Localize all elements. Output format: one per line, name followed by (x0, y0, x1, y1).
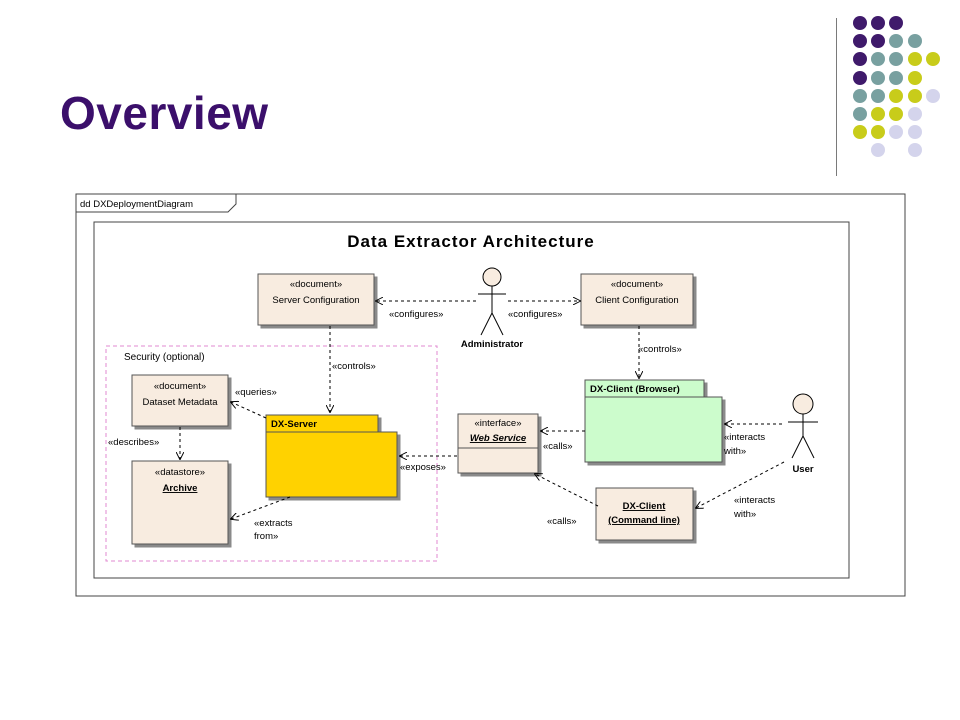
label-calls-browser: «calls» (543, 441, 573, 452)
label-controls-server: «controls» (332, 361, 376, 372)
label-exposes: «exposes» (400, 462, 446, 473)
decorative-dot (907, 34, 922, 49)
decorative-dot (889, 125, 904, 140)
frame-label: dd DXDeploymentDiagram (80, 199, 193, 210)
decorative-dot (853, 52, 867, 67)
decorative-dot (925, 88, 940, 103)
server-config-stereotype: «document» (290, 279, 342, 290)
decorative-dot (853, 34, 867, 49)
decorative-dot (907, 125, 922, 140)
decorative-dot (871, 16, 886, 30)
administrator-actor (478, 267, 506, 336)
dx-client-cmd-node (595, 487, 694, 541)
decorative-dot (889, 16, 904, 30)
client-config-name: Client Configuration (595, 295, 678, 306)
decorative-dot (871, 34, 886, 49)
user-label: User (792, 464, 813, 475)
edge-extracts (231, 496, 291, 519)
decorative-dot (889, 107, 904, 121)
title-divider (836, 18, 837, 176)
dx-client-cmd-name: DX-Client (623, 501, 667, 512)
web-service-node (457, 413, 539, 474)
administrator-label: Administrator (461, 339, 524, 350)
server-config-name: Server Configuration (272, 295, 359, 306)
label-extracts-2: from» (254, 531, 278, 542)
decorative-dot (871, 88, 886, 103)
web-service-name: Web Service (470, 433, 527, 444)
dx-client-browser-node (584, 379, 723, 463)
edge-queries (231, 402, 267, 419)
server-configuration-node (257, 273, 375, 326)
label-configures-left: «configures» (389, 309, 443, 320)
slide-title: Overview (60, 87, 269, 139)
label-controls-client: «controls» (638, 344, 682, 355)
decorative-dot (889, 52, 904, 67)
label-interacts-browser-1: «interacts (724, 432, 765, 443)
label-interacts-browser-2: with» (723, 446, 746, 457)
decorative-dot (871, 125, 886, 140)
archive-name: Archive (163, 483, 198, 494)
decorative-dot (925, 52, 940, 67)
edge-interacts-cmd (696, 461, 785, 508)
dx-server-name: DX-Server (271, 419, 317, 430)
decorative-dot (907, 143, 922, 158)
decorative-dot (871, 143, 886, 158)
dx-client-browser-name: DX-Client (Browser) (590, 384, 680, 395)
decorative-dot (907, 88, 922, 103)
decorative-dot (853, 70, 867, 85)
decorative-dot (853, 16, 867, 30)
decorative-dot (853, 125, 867, 140)
decorative-dot (889, 34, 904, 49)
label-interacts-cmd-2: with» (733, 509, 756, 520)
frame-tab (76, 194, 237, 213)
archive-node (131, 460, 229, 545)
dataset-metadata-stereotype: «document» (154, 381, 206, 392)
label-extracts-1: «extracts (254, 518, 293, 529)
dx-client-cmd-name-2: (Command line) (608, 515, 680, 526)
diagram-title: Data Extractor Architecture (347, 232, 594, 251)
decorative-dot (889, 70, 904, 85)
decorative-dot (889, 88, 904, 103)
decorative-dot (907, 52, 922, 67)
security-package-label: Security (optional) (124, 352, 205, 363)
label-calls-cmd: «calls» (547, 516, 577, 527)
dx-server-node (265, 414, 398, 498)
decorative-dot (853, 88, 867, 103)
label-queries: «queries» (235, 387, 277, 398)
decorative-dot (871, 52, 886, 67)
web-service-stereotype: «interface» (474, 418, 521, 429)
archive-stereotype: «datastore» (155, 467, 205, 478)
user-actor (788, 393, 818, 459)
decorative-dot (871, 70, 886, 85)
dataset-metadata-name: Dataset Metadata (143, 397, 219, 408)
label-configures-right: «configures» (508, 309, 562, 320)
label-describes: «describes» (108, 437, 159, 448)
decorative-dot (907, 70, 922, 85)
decorative-dot (907, 107, 922, 121)
decorative-dot (871, 107, 886, 121)
client-configuration-node (580, 273, 694, 326)
label-interacts-cmd-1: «interacts (734, 495, 775, 506)
dataset-metadata-node (131, 374, 229, 427)
client-config-stereotype: «document» (611, 279, 663, 290)
decorative-dot (853, 107, 867, 121)
